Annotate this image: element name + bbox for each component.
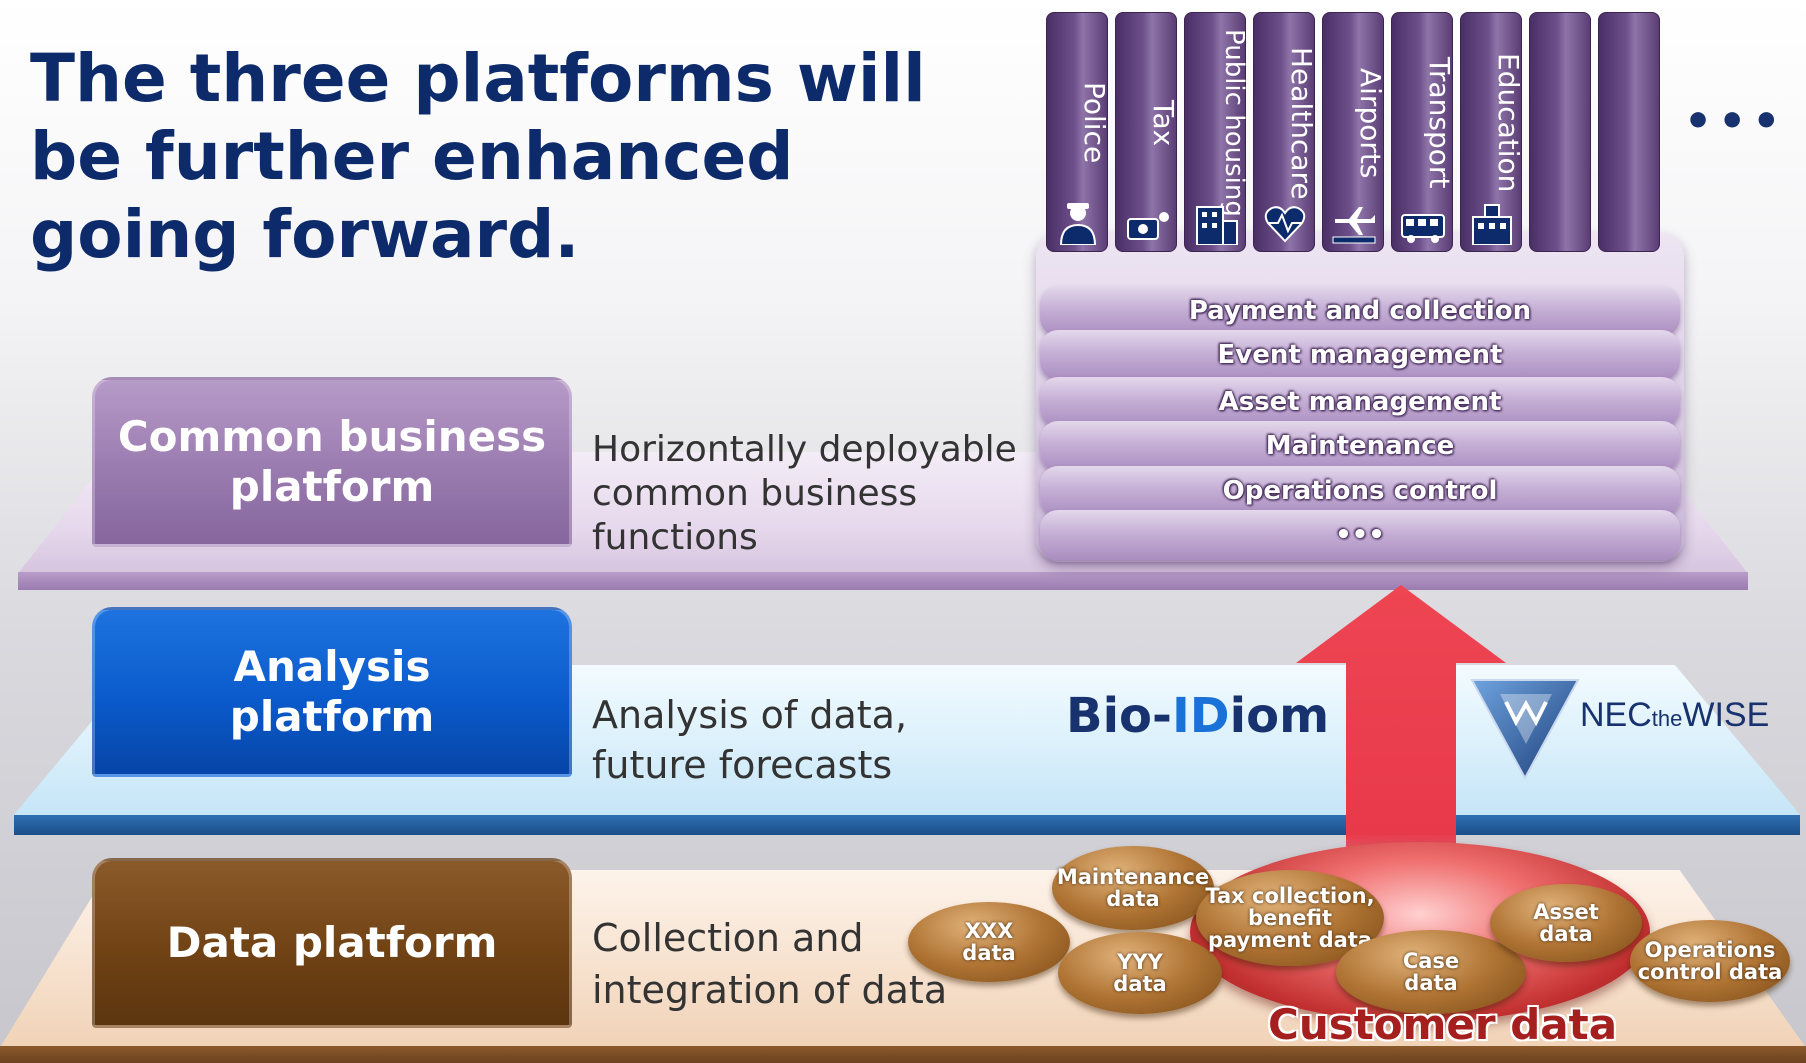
analysis-platform-description: Analysis of data, future forecasts [592,693,908,787]
data-item-operations-control: Operations control data [1630,920,1790,1002]
data-platform-plane-edge [0,1046,1806,1063]
bio-idiom-suffix: iom [1229,688,1330,744]
airplane-icon [1332,207,1376,244]
service-pillar-public-housing: Public housing [1184,12,1249,252]
heartbeat-icon [1264,206,1306,243]
data-item-xxx: XXX data [908,902,1070,982]
data-item-case: Case data [1336,930,1526,1014]
nec-the-wise-emblem-icon [1470,679,1580,781]
nec-text-end: WISE [1682,696,1770,734]
function-operations-control: Operations control [1040,466,1680,516]
function-event-management: Event management [1040,330,1680,380]
service-label-police: Police [1078,82,1111,164]
police-officer-icon [1059,203,1097,245]
service-pillar-blank-2 [1598,12,1660,252]
analysis-platform-label: Analysis platform [229,642,435,741]
apartment-building-icon [1196,206,1238,245]
nec-text-main: NEC [1580,696,1652,734]
analysis-platform-box: Analysis platform [92,607,572,777]
data-item-maintenance: Maintenance data [1052,846,1214,930]
upward-arrow-icon [1296,585,1506,915]
nec-the-wise-logo: NECtheWISE [1580,696,1769,735]
bio-idiom-prefix: Bio- [1066,688,1172,744]
data-item-asset: Asset data [1490,884,1642,962]
service-pillar-education: Education [1460,12,1525,252]
customer-data-label: Customer data [1268,1000,1618,1049]
service-pillar-airports: Airports [1322,12,1387,252]
data-platform-box: Data platform [92,858,572,1028]
service-label-airports: Airports [1354,67,1387,179]
more-services-ellipsis: ••• [1684,96,1787,147]
common-platform-plane-edge [18,572,1748,590]
service-label-transport: Transport [1423,57,1456,189]
function-maintenance: Maintenance [1040,421,1680,471]
service-pillar-transport: Transport [1391,12,1456,252]
money-icon [1127,212,1169,240]
service-label-education: Education [1492,53,1525,193]
data-platform-description: Collection and integration of data [592,916,948,1012]
common-business-platform-box: Common business platform [92,377,572,547]
bio-idiom-highlight: ID [1171,688,1230,744]
page-title: The three platforms will be further enha… [30,40,926,273]
service-pillar-tax: Tax [1115,12,1180,252]
data-item-yyy: YYY data [1058,932,1222,1014]
bus-icon [1401,214,1445,243]
service-label-tax: Tax [1147,99,1180,147]
common-business-platform-label: Common business platform [117,412,547,511]
service-pillar-police: Police [1046,12,1111,252]
common-business-platform-description: Horizontally deployable common business … [592,429,1017,558]
service-label-public-housing: Public housing [1219,29,1249,217]
bio-idiom-logo: Bio-IDiom [1066,688,1329,744]
service-pillar-blank-1 [1529,12,1591,252]
nec-text-small: the [1651,706,1683,731]
analysis-platform-plane-edge [14,815,1800,835]
service-label-healthcare: Healthcare [1285,46,1318,200]
service-pillar-healthcare: Healthcare [1253,12,1318,252]
function-more-ellipsis: ••• [1040,510,1680,560]
function-asset-management: Asset management [1040,377,1680,427]
data-platform-label: Data platform [166,918,498,967]
school-icon [1472,204,1512,245]
function-payment-and-collection: Payment and collection [1040,286,1680,336]
